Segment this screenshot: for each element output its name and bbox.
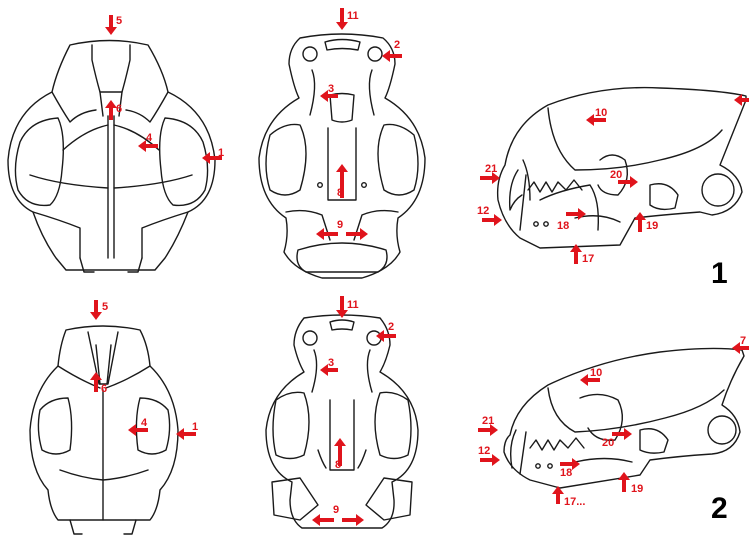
label-21: 21 xyxy=(485,163,497,175)
skull-2-ventral-view xyxy=(266,315,418,528)
labels-panel-2: 5 6 4 1 11 2 3 8 9 7 10 21 20 12 18 19 1… xyxy=(101,299,746,516)
arrow-19-top xyxy=(634,212,646,232)
label-20: 20 xyxy=(610,169,622,181)
arrow-9-left-bottom xyxy=(312,514,334,526)
skull-1-lateral-view xyxy=(498,88,746,248)
label-18: 18 xyxy=(560,467,572,479)
arrow-19-bottom xyxy=(618,472,630,492)
label-7: 7 xyxy=(740,335,746,347)
label-4: 4 xyxy=(141,417,148,429)
arrow-5-bottom xyxy=(90,300,102,320)
label-8: 8 xyxy=(335,459,341,471)
skull-1-dorsal-view xyxy=(8,41,215,273)
skull-1-ventral-view xyxy=(259,34,425,278)
arrow-9-right-bottom xyxy=(342,514,364,526)
label-6: 6 xyxy=(101,383,107,395)
panel-number-2: 2 xyxy=(711,492,728,525)
label-19: 19 xyxy=(646,220,658,232)
label-2: 2 xyxy=(388,321,394,333)
label-17: 17 xyxy=(582,253,594,265)
label-12: 12 xyxy=(478,445,490,457)
arrows-panel-2 xyxy=(90,296,749,526)
label-4: 4 xyxy=(146,132,153,144)
label-10: 10 xyxy=(595,107,607,119)
arrow-7-top xyxy=(734,94,749,106)
label-19: 19 xyxy=(631,483,643,495)
skull-2-dorsal-view xyxy=(30,326,178,534)
label-3: 3 xyxy=(328,83,334,95)
label-1: 1 xyxy=(218,147,224,159)
label-2: 2 xyxy=(394,39,400,51)
label-18: 18 xyxy=(557,220,569,232)
arrow-17-bottom xyxy=(552,486,564,504)
label-11: 11 xyxy=(347,10,359,22)
label-11: 11 xyxy=(347,299,359,311)
skull-2-lateral-view xyxy=(504,348,744,488)
label-3: 3 xyxy=(328,357,334,369)
label-17: 17... xyxy=(564,496,585,508)
label-6: 6 xyxy=(116,103,122,115)
label-12: 12 xyxy=(477,205,489,217)
arrow-20-bottom xyxy=(612,428,632,440)
label-9: 9 xyxy=(337,219,343,231)
label-20: 20 xyxy=(602,437,614,449)
label-5: 5 xyxy=(102,301,108,313)
label-9: 9 xyxy=(333,504,339,516)
label-5: 5 xyxy=(116,15,122,27)
panel-number-1: 1 xyxy=(711,257,728,290)
arrow-2-top xyxy=(382,50,402,62)
label-1: 1 xyxy=(192,421,198,433)
labels-panel-1: 5 6 4 1 11 2 3 8 9 10 21 20 12 18 19 17 xyxy=(116,10,658,265)
label-8: 8 xyxy=(337,187,343,199)
label-10: 10 xyxy=(590,367,602,379)
label-21: 21 xyxy=(482,415,494,427)
